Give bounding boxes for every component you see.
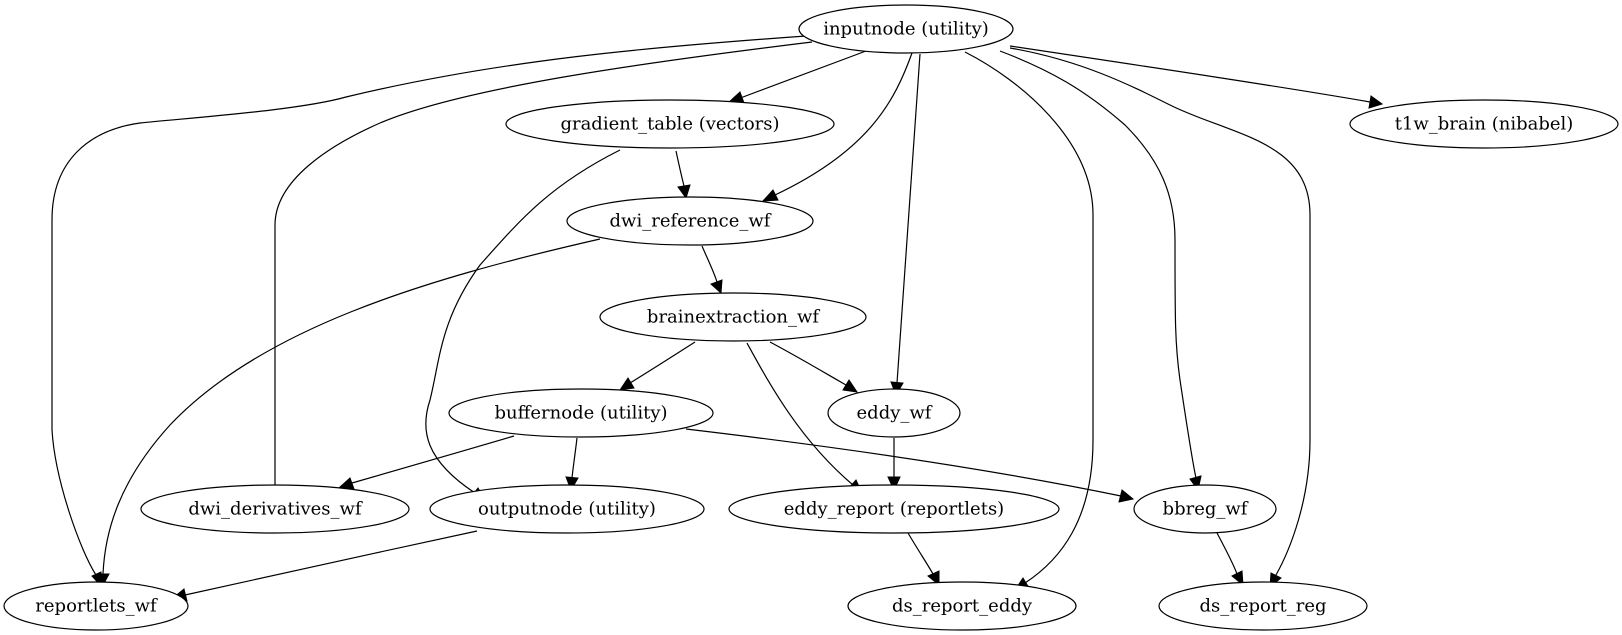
edge-dwi-reference-wf-to-brainextraction-wf xyxy=(701,245,723,295)
node-label: ds_report_reg xyxy=(1200,596,1327,617)
node-label: gradient_table (vectors) xyxy=(560,114,779,135)
edge-eddy-wf-to-eddy-report xyxy=(887,438,901,492)
node-bbreg-wf[interactable]: bbreg_wf xyxy=(1133,484,1277,534)
edge-inputnode-to-dwi-reference-wf xyxy=(761,52,913,202)
edge-inputnode-to-gradient-table xyxy=(726,50,867,104)
node-label: inputnode (utility) xyxy=(823,19,989,40)
node-eddy-wf[interactable]: eddy_wf xyxy=(827,388,961,438)
node-inputnode[interactable]: inputnode (utility) xyxy=(798,4,1014,54)
node-t1w-brain[interactable]: t1w_brain (nibabel) xyxy=(1349,99,1619,149)
node-label: eddy_wf xyxy=(857,403,933,424)
node-label: outputnode (utility) xyxy=(478,499,656,520)
edge-buffernode-to-bbreg-wf xyxy=(685,428,1135,503)
node-eddy-report[interactable]: eddy_report (reportlets) xyxy=(728,484,1060,534)
node-label: ds_report_eddy xyxy=(892,596,1033,617)
edge-brainextraction-wf-to-buffernode xyxy=(618,341,696,391)
edge-bbreg-wf-to-ds-report-reg xyxy=(1216,532,1244,587)
edge-brainextraction-wf-to-eddy-wf xyxy=(769,341,859,393)
node-dwi-derivatives-wf[interactable]: dwi_derivatives_wf xyxy=(140,484,410,534)
edge-outputnode-to-reportlets-wf xyxy=(171,530,478,602)
edge-inputnode-to-eddy-wf xyxy=(890,53,921,397)
edge-dwi-reference-wf-to-reportlets-wf xyxy=(96,238,601,589)
node-label: brainextraction_wf xyxy=(647,307,820,328)
node-ds-report-reg[interactable]: ds_report_reg xyxy=(1158,581,1368,631)
node-buffernode[interactable]: buffernode (utility) xyxy=(448,388,714,438)
node-label: bbreg_wf xyxy=(1163,499,1249,520)
edge-eddy-report-to-ds-report-eddy xyxy=(907,532,940,587)
node-label: dwi_reference_wf xyxy=(610,211,772,232)
node-reportlets-wf[interactable]: reportlets_wf xyxy=(3,581,189,631)
edge-gradient-table-to-outputnode xyxy=(425,149,621,501)
node-label: buffernode (utility) xyxy=(494,403,667,424)
edge-inputnode-to-bbreg-wf xyxy=(999,50,1202,492)
edge-gradient-table-to-dwi-reference-wf xyxy=(675,150,691,200)
node-outputnode[interactable]: outputnode (utility) xyxy=(429,484,705,534)
node-gradient-table[interactable]: gradient_table (vectors) xyxy=(505,99,835,149)
edge-inputnode-to-t1w-brain xyxy=(1009,45,1384,109)
node-dwi-reference-wf[interactable]: dwi_reference_wf xyxy=(566,196,814,246)
node-ds-report-eddy[interactable]: ds_report_eddy xyxy=(847,581,1077,631)
graph-nodes: inputnode (utility) gradient_table (vect… xyxy=(3,4,1619,631)
node-label: dwi_derivatives_wf xyxy=(188,499,363,520)
node-label: eddy_report (reportlets) xyxy=(784,499,1004,520)
edge-buffernode-to-dwi-derivatives-wf xyxy=(338,435,515,490)
node-label: reportlets_wf xyxy=(35,596,158,617)
node-label: t1w_brain (nibabel) xyxy=(1395,114,1574,135)
node-brainextraction-wf[interactable]: brainextraction_wf xyxy=(599,292,867,342)
edge-buffernode-to-outputnode xyxy=(565,437,579,492)
